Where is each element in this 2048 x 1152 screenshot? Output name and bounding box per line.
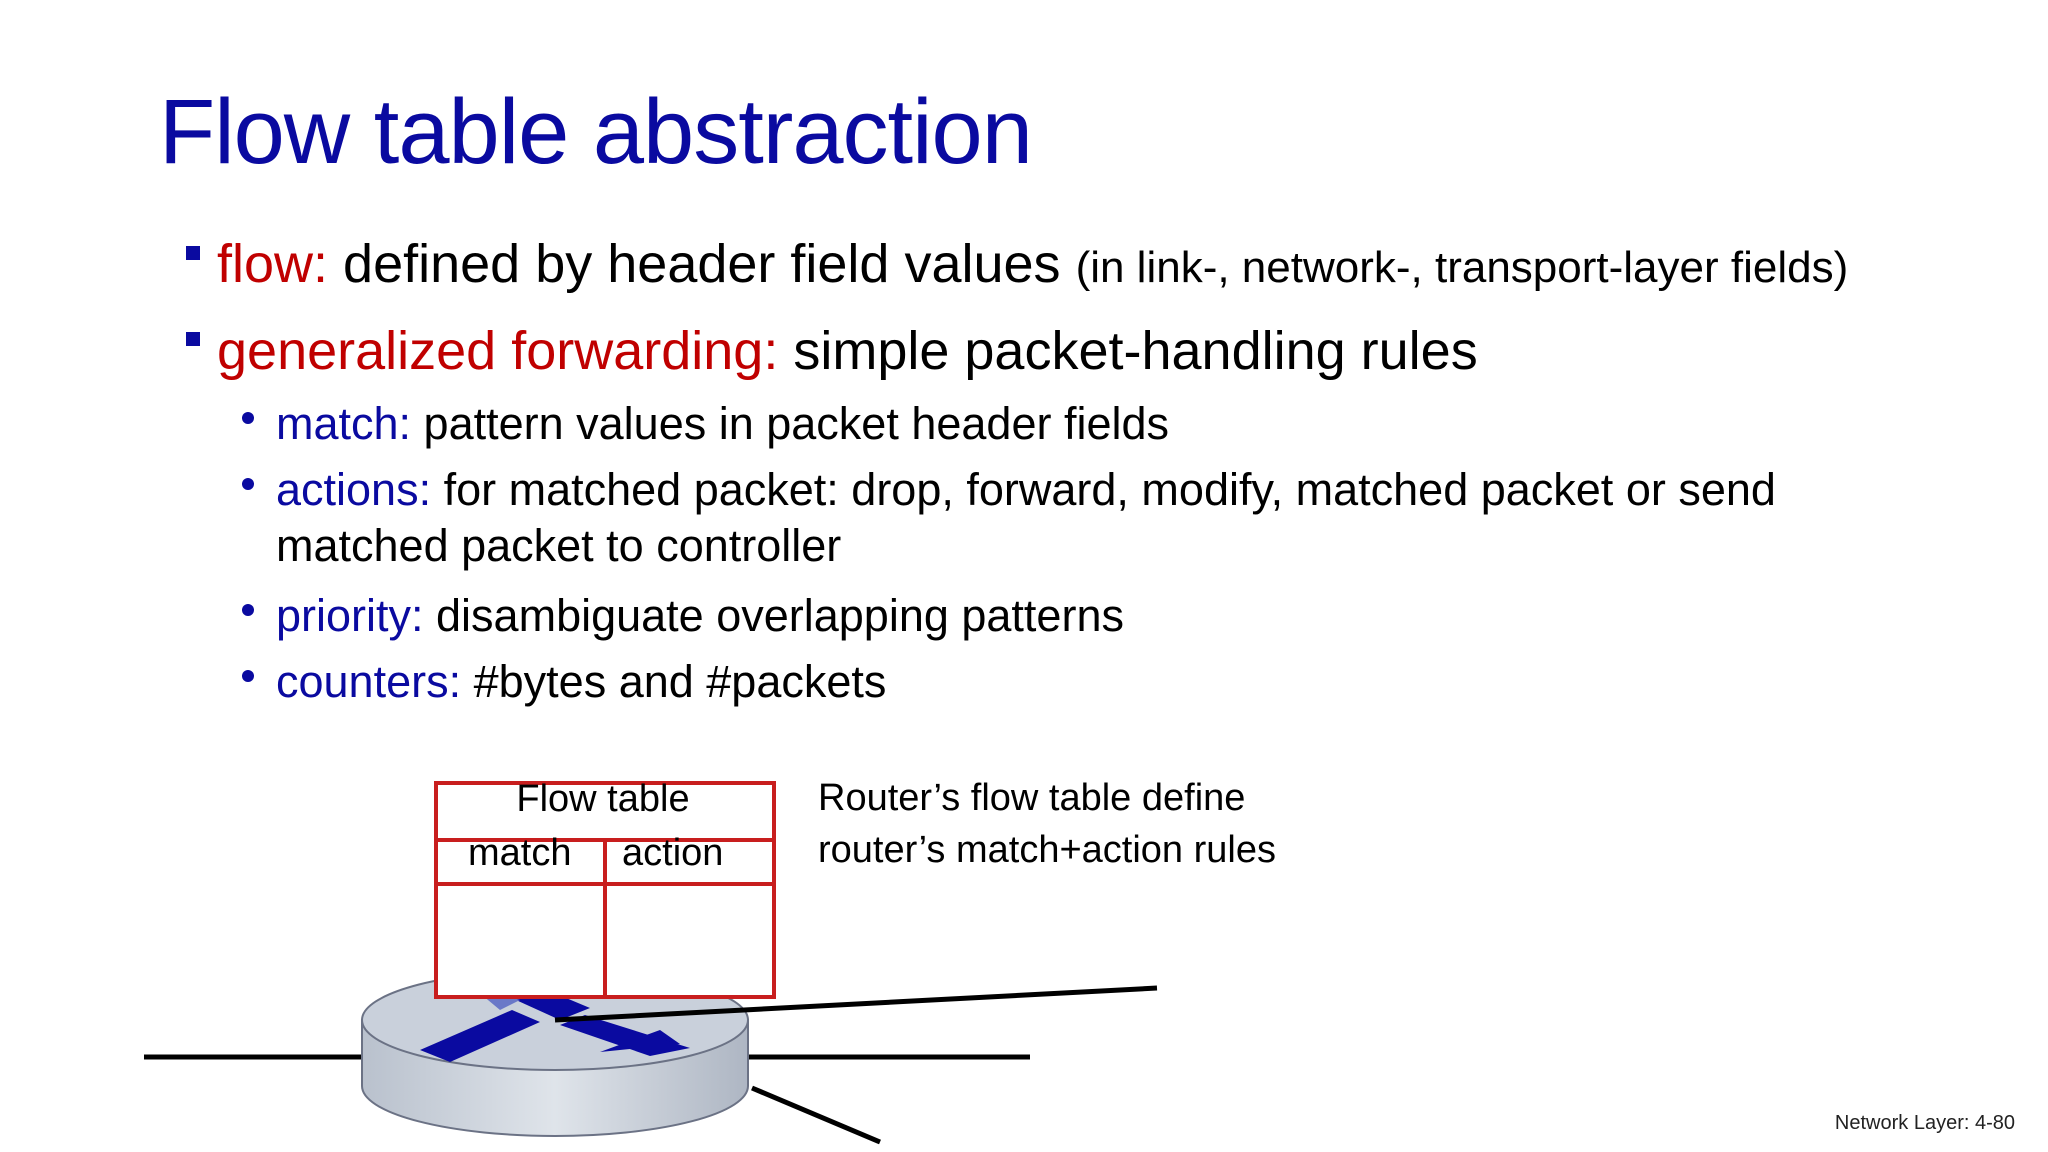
bullet-note: (in link-, network-, transport-layer fie… — [1075, 243, 1849, 292]
caption-line-1: Router’s flow table define — [818, 777, 1246, 819]
bullet-generalized-forwarding: generalized forwarding: simple packet-ha… — [217, 320, 1478, 382]
slide-title: Flow table abstraction — [159, 81, 1033, 183]
sub-bullet-text-continued: matched packet to controller — [276, 520, 842, 571]
sub-bullet-counters: counters: #bytes and #packets — [276, 654, 886, 710]
diagram-caption: Router’s flow table define router’s matc… — [818, 772, 1276, 876]
sub-bullet-priority: priority: disambiguate overlapping patte… — [276, 588, 1124, 644]
bullet-square-icon — [186, 246, 200, 260]
sub-bullet-term: counters: — [276, 656, 462, 707]
caption-line-2: router’s match+action rules — [818, 829, 1276, 871]
bullet-term: generalized forwarding: — [217, 321, 779, 381]
sub-bullet-actions: actions: for matched packet: drop, forwa… — [276, 462, 1776, 574]
flow-table-title: Flow table — [516, 778, 690, 820]
flow-table-col-action: action — [622, 832, 724, 874]
bullet-dot-icon — [242, 478, 254, 490]
sub-bullet-term: match: — [276, 398, 412, 449]
bullet-dot-icon — [242, 412, 254, 424]
sub-bullet-text: for matched packet: drop, forward, modif… — [431, 464, 1776, 515]
bullet-dot-icon — [242, 604, 254, 616]
sub-bullet-term: priority: — [276, 590, 424, 641]
sub-bullet-text: disambiguate overlapping patterns — [423, 590, 1124, 641]
sub-bullet-text: #bytes and #packets — [461, 656, 887, 707]
bullet-term: flow: — [217, 234, 329, 294]
network-link-lower-right — [751, 1085, 881, 1145]
bullet-square-icon — [186, 332, 200, 346]
bullet-text: defined by header field values — [328, 234, 1076, 294]
sub-bullet-term: actions: — [276, 464, 432, 515]
slide-footer: Network Layer: 4-80 — [1834, 1112, 2015, 1134]
bullet-dot-icon — [242, 670, 254, 682]
sub-bullet-match: match: pattern values in packet header f… — [276, 396, 1169, 452]
sub-bullet-text: pattern values in packet header fields — [411, 398, 1170, 449]
flow-table-col-match: match — [468, 832, 572, 874]
bullet-text: simple packet-handling rules — [778, 321, 1478, 381]
network-link-upper-right — [554, 985, 1158, 1023]
bullet-flow: flow: defined by header field values (in… — [217, 233, 1848, 295]
flow-table — [434, 781, 776, 999]
